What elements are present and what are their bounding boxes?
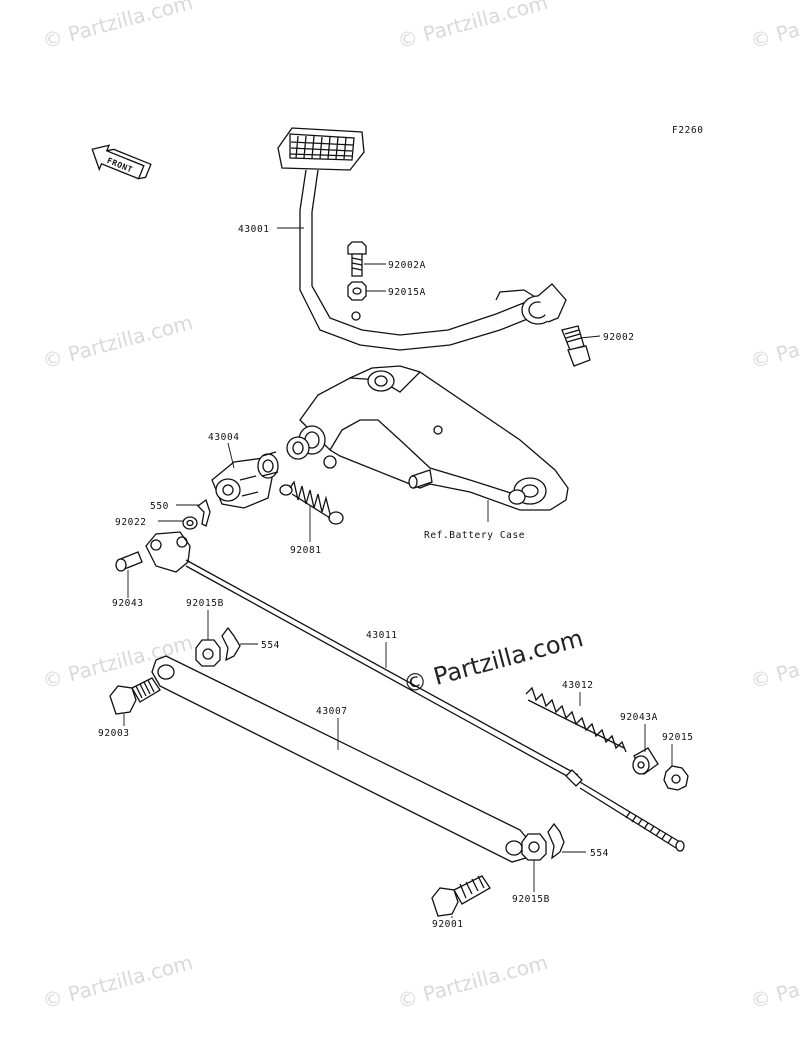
- label-43011: 43011: [366, 630, 398, 641]
- label-554-bottom: 554: [590, 848, 609, 859]
- bolt-92002A: [347, 241, 367, 277]
- pin-550: [197, 498, 211, 527]
- bolt-92003: [109, 677, 161, 715]
- nut-92015B-bottom: [521, 833, 547, 861]
- nut-92015: [663, 765, 689, 791]
- washer-92022: [182, 516, 198, 530]
- label-92002A: 92002A: [388, 260, 426, 271]
- front-arrow-icon: FRONT: [91, 144, 152, 180]
- pin-554-top: [221, 626, 241, 662]
- pin-92043: [115, 551, 143, 572]
- label-554-top: 554: [261, 640, 280, 651]
- label-92001: 92001: [432, 919, 464, 930]
- nut-92015A: [347, 281, 367, 301]
- label-92015: 92015: [662, 732, 694, 743]
- label-43012: 43012: [562, 680, 594, 691]
- label-92022: 92022: [115, 517, 147, 528]
- bolt-92002: [561, 325, 591, 367]
- brake-rod-43011: [145, 531, 685, 852]
- label-550: 550: [150, 501, 169, 512]
- label-92043: 92043: [112, 598, 144, 609]
- label-92043A: 92043A: [620, 712, 658, 723]
- brake-pedal: [277, 127, 567, 351]
- label-43001: 43001: [238, 224, 270, 235]
- leader-lines: [123, 227, 673, 918]
- label-92003: 92003: [98, 728, 130, 739]
- label-92081: 92081: [290, 545, 322, 556]
- label-92002: 92002: [603, 332, 635, 343]
- bolt-92001: [431, 875, 491, 917]
- link-43007: [151, 655, 531, 863]
- lever-43004: [211, 451, 279, 509]
- label-43004: 43004: [208, 432, 240, 443]
- spring-43012: [525, 686, 627, 753]
- bracket: [286, 365, 569, 511]
- label-92015B-bottom: 92015B: [512, 894, 550, 905]
- spring-92081: [279, 480, 344, 525]
- pin-554-bottom: [547, 822, 565, 860]
- label-ref-battery-case: Ref.Battery Case: [424, 530, 525, 541]
- label-92015A: 92015A: [388, 287, 426, 298]
- label-43007: 43007: [316, 706, 348, 717]
- part-labels: 43001 92002A 92015A 92002 43004 550 9202…: [98, 224, 694, 930]
- collar-92043A: [632, 747, 659, 775]
- nut-92015B-top: [195, 639, 221, 667]
- figure-code: F2260: [672, 125, 704, 136]
- label-92015B-top: 92015B: [186, 598, 224, 609]
